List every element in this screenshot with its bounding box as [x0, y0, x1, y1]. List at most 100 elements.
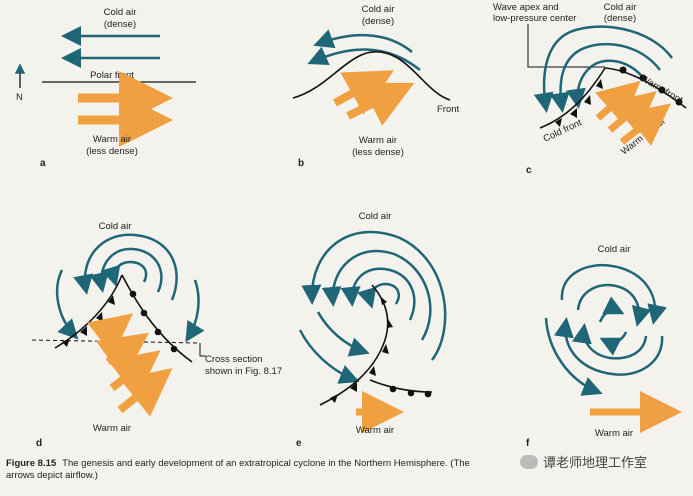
cold-arrow [307, 46, 421, 71]
cross-section-label-2: shown in Fig. 8.17 [205, 366, 282, 377]
panel-b-warm-label: Warm air [359, 135, 397, 146]
cold-arrow [533, 25, 674, 113]
warm-front-line [121, 274, 193, 363]
cold-front-triangle [330, 394, 338, 403]
cross-section-line [31, 339, 201, 344]
warm-front-dot [170, 345, 178, 353]
cold-arrow [316, 311, 370, 357]
cold-front-triangle [62, 338, 70, 347]
cross-section-label-1: Cross section [205, 354, 263, 365]
panel-f-letter: f [526, 438, 530, 449]
panel-b-cold-label: Cold air [362, 4, 395, 15]
caption-text: The genesis and early development of an … [6, 458, 470, 481]
warm-front-dot [639, 74, 647, 82]
cold-front-label: Cold front [542, 117, 584, 145]
cold-front-triangle [350, 382, 357, 392]
panel-e-cold-label: Cold air [359, 211, 392, 222]
cold-front-line [54, 274, 123, 349]
panel-e-letter: e [296, 438, 302, 449]
cold-arrow [298, 329, 360, 384]
panel-b: Cold air (dense) Front Warm air (less de… [292, 4, 460, 169]
panel-a-letter: a [40, 158, 46, 169]
cold-arrow [571, 323, 648, 360]
warm-front-dot [675, 98, 683, 106]
panel-d-cold-label: Cold air [99, 221, 132, 232]
warm-arrow [108, 350, 161, 399]
cold-arrow [599, 331, 628, 356]
cold-front-triangle [570, 108, 577, 118]
watermark: 谭老师地理工作室 [520, 452, 647, 471]
front-line [292, 51, 451, 101]
cold-arrow [598, 296, 625, 323]
cold-arrow [301, 230, 447, 361]
polar-front-label: Polar front [90, 70, 134, 81]
apex-label-2: low-pressure center [493, 13, 576, 24]
figure-number: Figure 8.15 [6, 458, 57, 469]
cold-arrow [321, 249, 432, 341]
cold-arrow [357, 282, 400, 309]
cold-arrow [340, 267, 416, 321]
panel-a-warm-label: Warm air [93, 134, 131, 145]
north-label: N [16, 92, 23, 103]
panel-e: Cold air Warm air e [296, 211, 447, 449]
cold-front-triangle [382, 344, 389, 354]
apex-pointer [527, 24, 605, 68]
cold-arrow [565, 59, 646, 109]
panel-a-cold-sub: (dense) [104, 19, 136, 30]
cold-arrow [185, 279, 205, 343]
panel-f-warm-label: Warm air [595, 428, 633, 439]
cold-front-triangle [380, 296, 387, 305]
cold-arrow [544, 317, 603, 396]
panel-c: Wave apex and low-pressure center Cold a… [493, 2, 687, 176]
panel-e-warm-label: Warm air [356, 425, 394, 436]
panel-c-cold-sub: (dense) [604, 13, 636, 24]
cold-arrow [313, 29, 413, 53]
warm-arrow [87, 313, 134, 356]
apex-label-1: Wave apex and [493, 2, 559, 13]
cold-arrow [576, 283, 652, 327]
warm-arrow [117, 368, 173, 417]
warm-front-dot [154, 328, 162, 336]
panel-b-letter: b [298, 158, 304, 169]
warm-front-dot [389, 385, 397, 393]
panel-c-cold-label: Cold air [604, 2, 637, 13]
warm-front-line [369, 379, 433, 393]
panel-f-cold-label: Cold air [598, 244, 631, 255]
cold-front-triangle [555, 118, 562, 127]
panel-b-warm-sub: (less dense) [352, 147, 404, 158]
cold-arrow [560, 263, 667, 325]
cold-arrow [73, 233, 178, 301]
cold-front-triangle [369, 366, 376, 376]
cold-arrow [549, 42, 661, 113]
warm-front-dot [407, 389, 415, 397]
panel-a: Cold air (dense) N Polar front Warm air … [14, 7, 196, 169]
warm-arrow [346, 82, 415, 126]
warm-front-dot [140, 309, 148, 317]
cold-front-triangle [584, 95, 591, 105]
panel-d-warm-label: Warm air [93, 423, 131, 434]
panel-a-cold-label: Cold air [104, 7, 137, 18]
panel-f: Cold air Warm air f [526, 244, 682, 449]
warm-front-dot [619, 66, 627, 74]
panel-c-letter: c [526, 165, 532, 176]
cross-section-pointer [199, 343, 206, 357]
warm-front-dot [424, 390, 432, 398]
front-label: Front [437, 104, 460, 115]
cold-front-triangle [387, 319, 393, 328]
warm-arrow [619, 103, 671, 146]
panel-a-warm-sub: (less dense) [86, 146, 138, 157]
cold-front-triangle [108, 295, 115, 305]
cold-arrow [89, 247, 163, 293]
panel-d: Cold air Cross section shown in Fig. 8.1… [31, 221, 282, 449]
panel-d-letter: d [36, 438, 42, 449]
watermark-text: 谭老师地理工作室 [543, 455, 648, 470]
panel-b-cold-sub: (dense) [362, 16, 394, 27]
cold-front-triangle [80, 326, 87, 336]
cold-arrow [101, 260, 148, 287]
cold-arrow [553, 317, 664, 376]
cold-front-line [539, 67, 606, 129]
warm-front-dot [129, 290, 137, 298]
